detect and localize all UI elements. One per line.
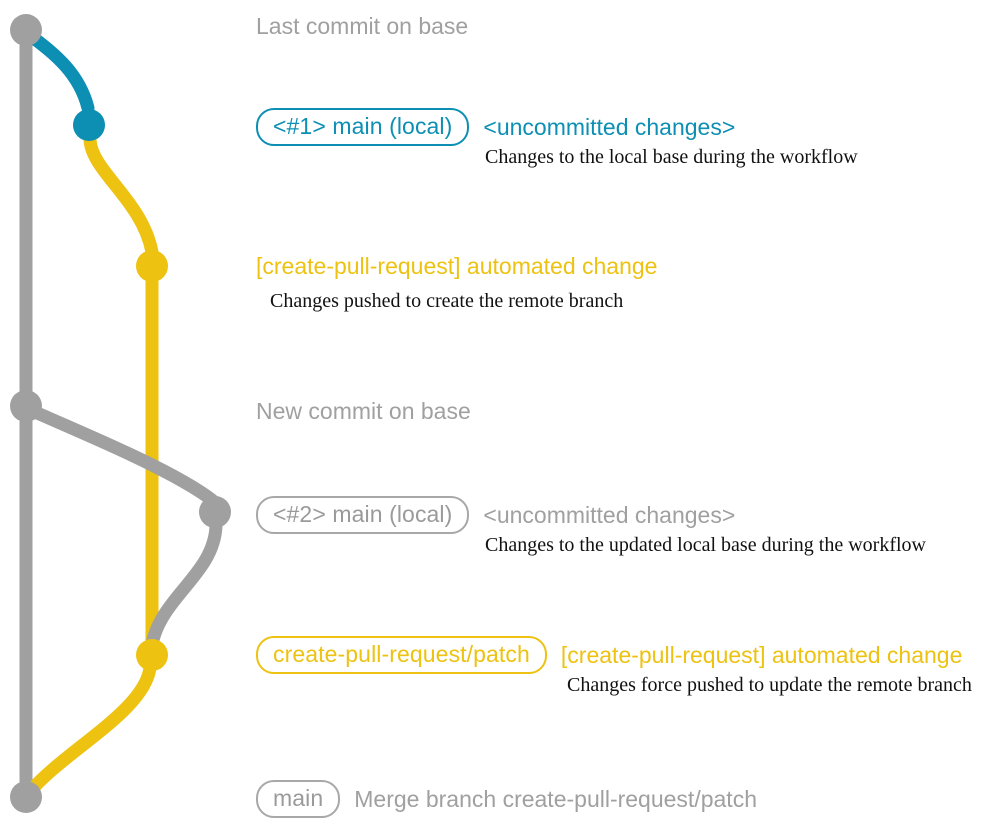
commit-subject-patch-2: [create-pull-request] automated change <box>560 642 963 668</box>
commit-node-merge[interactable] <box>10 781 42 813</box>
commit-node-base-new[interactable] <box>10 390 42 422</box>
ref-pill-main[interactable]: main <box>256 780 341 819</box>
commit-row-local-2: <#2> main (local) <uncommitted changes> <box>256 496 736 535</box>
commit-subject-merge: Merge branch create-pull-request/patch <box>354 786 757 812</box>
commit-row-local-1: <#1> main (local) <uncommitted changes> <box>256 108 736 147</box>
edge-base-to-local1 <box>19 25 95 115</box>
commit-node-local-2[interactable] <box>199 496 231 528</box>
edge-local2-to-patch2 <box>145 519 223 651</box>
commit-note-patch-2: Changes force pushed to update the remot… <box>567 674 972 696</box>
commit-node-base-last[interactable] <box>10 14 42 46</box>
commit-subject-base-new: New commit on base <box>256 398 471 424</box>
commit-note-patch-1: Changes pushed to create the remote bran… <box>270 290 624 312</box>
commit-node-patch-2[interactable] <box>136 639 168 671</box>
edge-local1-to-patch1 <box>83 133 159 259</box>
commit-node-patch-1[interactable] <box>136 250 168 282</box>
edge-patch2-to-merge <box>21 661 157 801</box>
commit-row-patch-2: create-pull-request/patch [create-pull-r… <box>256 636 963 675</box>
ref-pill-create-pull-request-patch[interactable]: create-pull-request/patch <box>256 636 547 675</box>
ref-pill-main-local-1[interactable]: <#1> main (local) <box>256 108 470 147</box>
commit-row-merge: main Merge branch create-pull-request/pa… <box>256 780 757 819</box>
commit-subject-patch-1: [create-pull-request] automated change <box>256 253 658 279</box>
edge-base-to-local2 <box>19 401 219 507</box>
commit-subject-base-last: Last commit on base <box>256 13 469 39</box>
ref-pill-main-local-2[interactable]: <#2> main (local) <box>256 496 470 535</box>
commit-subject-local-2: <uncommitted changes> <box>483 502 736 528</box>
commit-node-local-1[interactable] <box>73 109 105 141</box>
commit-subject-local-1: <uncommitted changes> <box>483 114 736 140</box>
commit-note-local-2: Changes to the updated local base during… <box>485 534 926 556</box>
commit-note-local-1: Changes to the local base during the wor… <box>485 146 858 168</box>
